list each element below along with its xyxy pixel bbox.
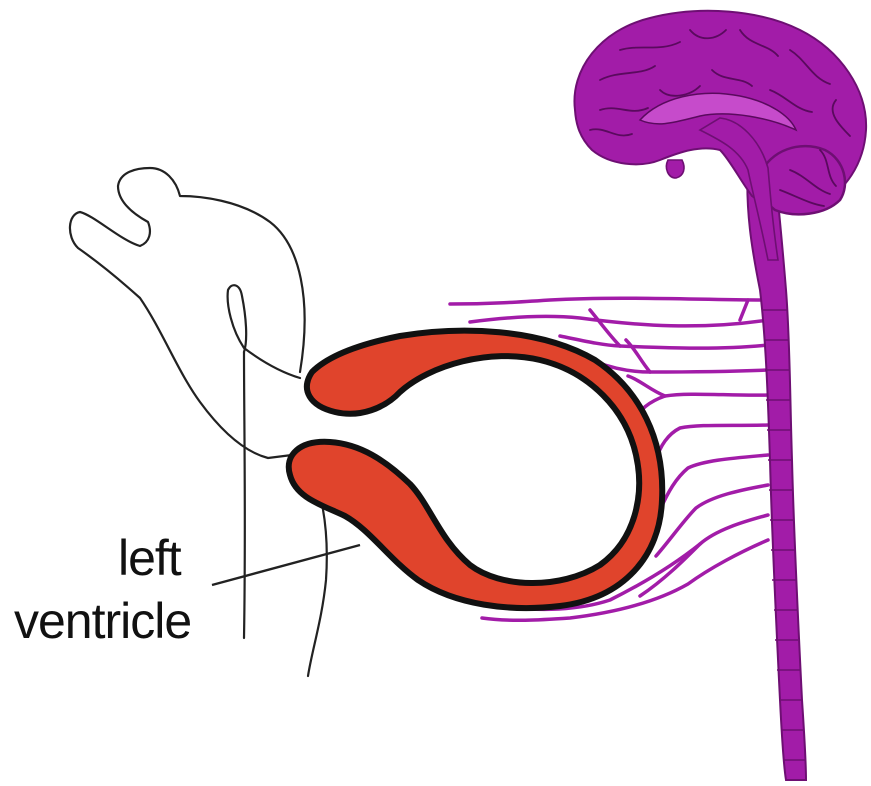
label-leader-line <box>212 545 360 585</box>
left-ventricle-label: left ventricle <box>14 530 191 649</box>
label-line-2: ventricle <box>14 593 191 649</box>
left-ventricle <box>289 331 662 608</box>
brain <box>574 11 866 260</box>
label-line-1: left <box>118 530 182 586</box>
